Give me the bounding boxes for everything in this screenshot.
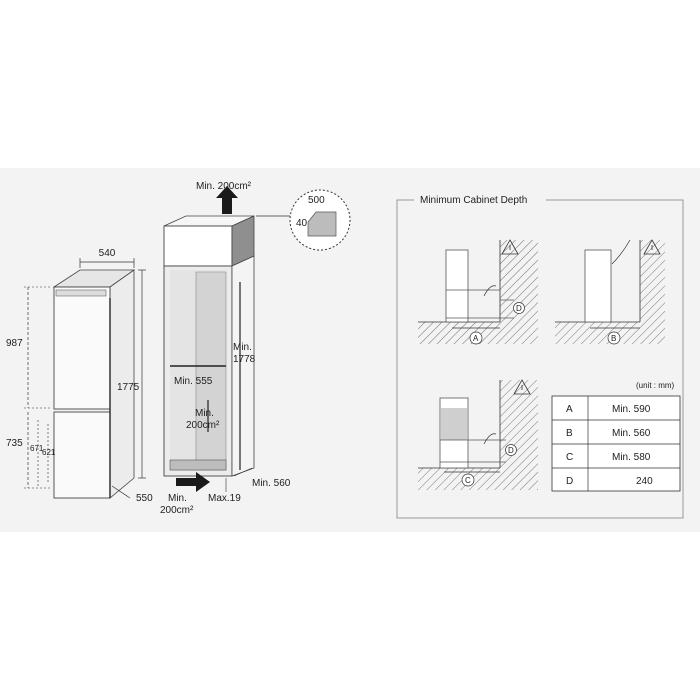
table-row-key: A xyxy=(566,404,573,415)
fridge-total-height-label: 1775 xyxy=(117,382,140,393)
table-row-key: B xyxy=(566,428,573,439)
cabinet-plinth xyxy=(169,459,227,471)
fridge-b xyxy=(584,249,612,323)
top-vent-arrow-shaft xyxy=(222,196,232,214)
fridge-depth-label: 550 xyxy=(136,493,153,504)
cabinet-depth-label: Min. 560 xyxy=(252,478,291,489)
top-vent-label: Min. 200cm² xyxy=(196,181,252,192)
fridge-lower-door xyxy=(53,411,111,499)
fridge-lower-height-label: 735 xyxy=(6,438,23,449)
fridge-drawing: 540 987 735 671 621 1775 550 xyxy=(6,248,153,504)
depth-panel: Minimum Cabinet Depth D A xyxy=(396,192,684,519)
table-row-value: Min. 560 xyxy=(612,428,651,439)
detail-block xyxy=(307,211,337,237)
warning-a-icon xyxy=(501,239,519,255)
table-row-value: Min. 580 xyxy=(612,452,651,463)
fridge-hinge xyxy=(55,289,107,297)
height-label-top: Min. xyxy=(233,342,252,353)
warning-b-icon xyxy=(643,239,661,255)
depth-table: A Min. 590 B Min. 560 C Min. 580 D 240 xyxy=(551,395,681,492)
diagram-a: D A xyxy=(418,239,538,345)
detail-40-label: 40 xyxy=(296,218,308,229)
bottom-vent-arrow-icon xyxy=(176,472,210,492)
door-621-label: 621 xyxy=(42,448,56,457)
bottom-vent-label-top: Min. xyxy=(168,493,187,504)
top-vent-arrow-icon xyxy=(216,186,238,198)
depth-panel-title: Minimum Cabinet Depth xyxy=(420,195,527,206)
max-gap-label: Max.19 xyxy=(208,493,241,504)
inner-width-label: Min. 555 xyxy=(174,376,213,387)
door-671-label: 671 xyxy=(30,444,44,453)
height-label-value: 1778 xyxy=(233,354,256,365)
plug-c-icon xyxy=(483,433,497,445)
table-row-value: 240 xyxy=(636,476,653,487)
marker-d-c: D xyxy=(508,446,514,455)
cabinet-top-box xyxy=(163,225,233,267)
marker-c: C xyxy=(465,476,471,485)
diagram-b: B xyxy=(555,239,665,345)
cabinet-drawing: Min. 200cm² 500 40 Min. 555 Min. 1778 Mi… xyxy=(160,181,351,516)
unit-label: (unit : mm) xyxy=(636,381,675,390)
marker-d-a: D xyxy=(516,304,522,313)
fridge-upper-door xyxy=(53,286,111,410)
fridge-a xyxy=(445,249,469,323)
cabinet-side-panel xyxy=(231,255,255,477)
table-row-value: Min. 590 xyxy=(612,404,651,415)
diagram-c: D C xyxy=(418,379,538,490)
fridge-width-label: 540 xyxy=(99,248,116,259)
marker-b: B xyxy=(611,334,616,343)
warning-c-icon xyxy=(513,379,531,395)
table-row-key: D xyxy=(566,476,573,487)
plug-a-icon xyxy=(483,285,497,297)
table-row-key: C xyxy=(566,452,573,463)
marker-a: A xyxy=(473,334,479,343)
bottom-vent-label-value: 200cm² xyxy=(160,505,194,516)
detail-500-label: 500 xyxy=(308,195,325,206)
cabinet-inner-wall xyxy=(195,271,227,471)
plug-b-icon xyxy=(611,239,631,265)
mid-vent-label-value: 200cm² xyxy=(186,420,220,431)
fridge-upper-height-label: 987 xyxy=(6,338,23,349)
mid-vent-label-top: Min. xyxy=(195,408,214,419)
